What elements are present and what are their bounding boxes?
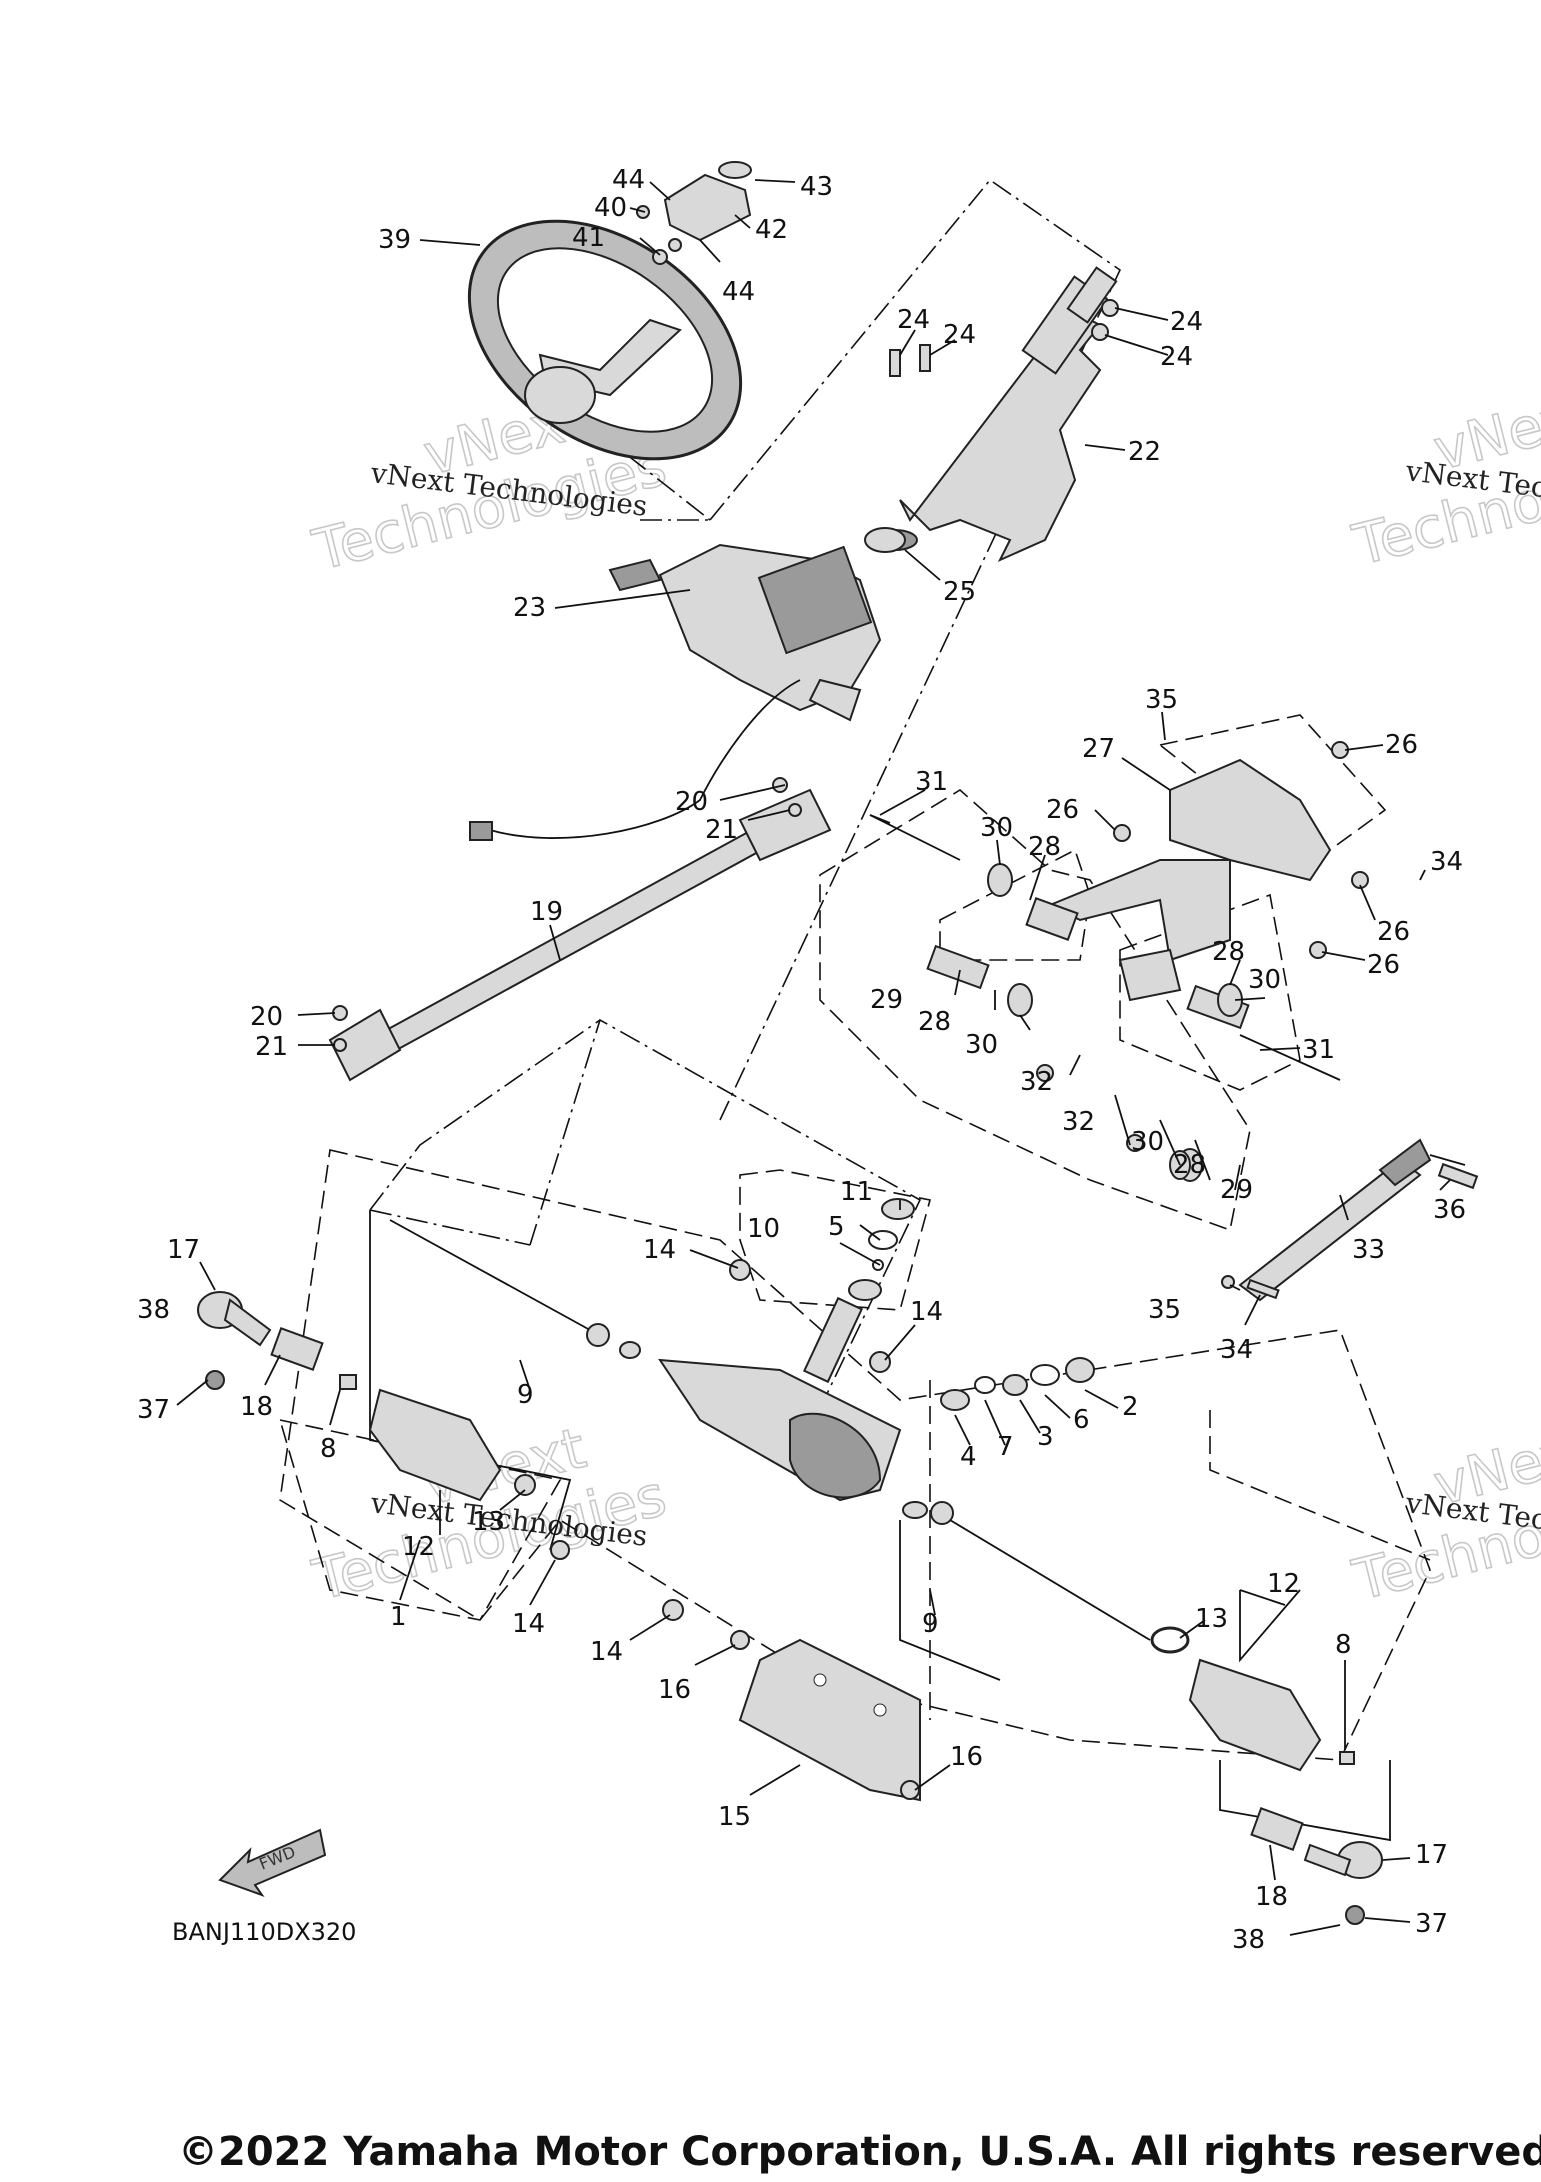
right-boot	[1188, 1658, 1322, 1772]
callout-16: 16	[658, 1675, 691, 1705]
callout-27: 27	[1082, 734, 1115, 764]
callout-30: 30	[1248, 965, 1281, 995]
callout-14: 14	[910, 1297, 943, 1327]
callout-36: 36	[1433, 1195, 1466, 1225]
intermediate-shaft	[328, 788, 832, 1082]
callout-14: 14	[643, 1235, 676, 1265]
callout-32: 32	[1062, 1107, 1095, 1137]
callout-14: 14	[590, 1637, 623, 1667]
callout-24: 24	[943, 320, 976, 350]
callout-43: 43	[800, 172, 833, 202]
callout-35: 35	[1145, 685, 1178, 715]
callout-24: 24	[897, 305, 930, 335]
steering-damper	[1238, 1138, 1466, 1302]
bracket-assembly	[869, 758, 1341, 1182]
callout-22: 22	[1128, 437, 1161, 467]
callout-31: 31	[1302, 1035, 1335, 1065]
horn-pad	[663, 161, 752, 252]
callout-19: 19	[530, 897, 563, 927]
diagram-code: BANJ110DX320	[172, 1918, 356, 1946]
callout-13: 13	[472, 1507, 505, 1537]
small-parts	[332, 205, 1479, 1800]
steering-column	[469, 266, 1118, 841]
callout-17: 17	[167, 1235, 200, 1265]
callout-16: 16	[950, 1742, 983, 1772]
left-tie-rod-end	[197, 1291, 324, 1390]
callout-6: 6	[1073, 1405, 1090, 1435]
callout-2: 2	[1122, 1392, 1139, 1422]
callout-30: 30	[1131, 1127, 1164, 1157]
left-boot	[368, 1388, 502, 1502]
callout-1: 1	[390, 1602, 407, 1632]
callout-37: 37	[1415, 1909, 1448, 1939]
callout-9: 9	[922, 1609, 939, 1639]
steering-wheel	[467, 219, 743, 461]
callout-26: 26	[1046, 795, 1079, 825]
callout-28: 28	[918, 1007, 951, 1037]
callout-44: 44	[722, 277, 755, 307]
callout-23: 23	[513, 593, 546, 623]
steering-rack	[389, 1219, 1151, 1641]
right-tie-rod-end	[1250, 1807, 1383, 1925]
callout-39: 39	[378, 225, 411, 255]
callout-20: 20	[250, 1002, 283, 1032]
callout-30: 30	[980, 813, 1013, 843]
callout-5: 5	[828, 1212, 845, 1242]
callout-9: 9	[517, 1380, 534, 1410]
callout-8: 8	[320, 1434, 337, 1464]
callout-21: 21	[255, 1032, 288, 1062]
callout-32: 32	[1020, 1067, 1053, 1097]
callout-18: 18	[240, 1392, 273, 1422]
callout-18: 18	[1255, 1882, 1288, 1912]
callout-44: 44	[612, 165, 645, 195]
callout-33: 33	[1352, 1235, 1385, 1265]
callout-17: 17	[1415, 1840, 1448, 1870]
callout-12: 12	[402, 1532, 435, 1562]
callout-14: 14	[512, 1609, 545, 1639]
callout-41: 41	[572, 223, 605, 253]
callout-38: 38	[137, 1295, 170, 1325]
callout-34: 34	[1430, 847, 1463, 877]
leader-lines	[176, 179, 1451, 1936]
callout-25: 25	[943, 577, 976, 607]
callout-26: 26	[1367, 950, 1400, 980]
callout-8: 8	[1335, 1630, 1352, 1660]
callout-10: 10	[747, 1214, 780, 1244]
callout-30: 30	[965, 1030, 998, 1060]
callout-34: 34	[1220, 1335, 1253, 1365]
callout-26: 26	[1377, 917, 1410, 947]
callout-21: 21	[705, 815, 738, 845]
callout-28: 28	[1173, 1150, 1206, 1180]
callout-12: 12	[1267, 1569, 1300, 1599]
callout-26: 26	[1385, 730, 1418, 760]
callout-24: 24	[1160, 342, 1193, 372]
fwd-arrow: FWD	[218, 1828, 327, 1897]
callout-7: 7	[997, 1432, 1014, 1462]
callout-29: 29	[870, 985, 903, 1015]
callout-11: 11	[840, 1177, 873, 1207]
callout-20: 20	[675, 787, 708, 817]
callout-4: 4	[960, 1442, 977, 1472]
callout-40: 40	[594, 193, 627, 223]
copyright-notice: ©2022 Yamaha Motor Corporation, U.S.A. A…	[178, 2129, 1541, 2175]
callout-38: 38	[1232, 1925, 1265, 1955]
skid-plate	[738, 1638, 921, 1802]
callout-35: 35	[1148, 1295, 1181, 1325]
callout-15: 15	[718, 1802, 751, 1832]
callout-labels: 39 44 40 41 43 42 44 24 24 24 24 22 25 2…	[137, 165, 1466, 1955]
callout-3: 3	[1037, 1422, 1054, 1452]
callout-29: 29	[1220, 1175, 1253, 1205]
callout-13: 13	[1195, 1604, 1228, 1634]
callout-24: 24	[1170, 307, 1203, 337]
callout-31: 31	[915, 767, 948, 797]
callout-37: 37	[137, 1395, 170, 1425]
callout-42: 42	[755, 215, 788, 245]
callout-28: 28	[1212, 937, 1245, 967]
callout-28: 28	[1028, 832, 1061, 862]
